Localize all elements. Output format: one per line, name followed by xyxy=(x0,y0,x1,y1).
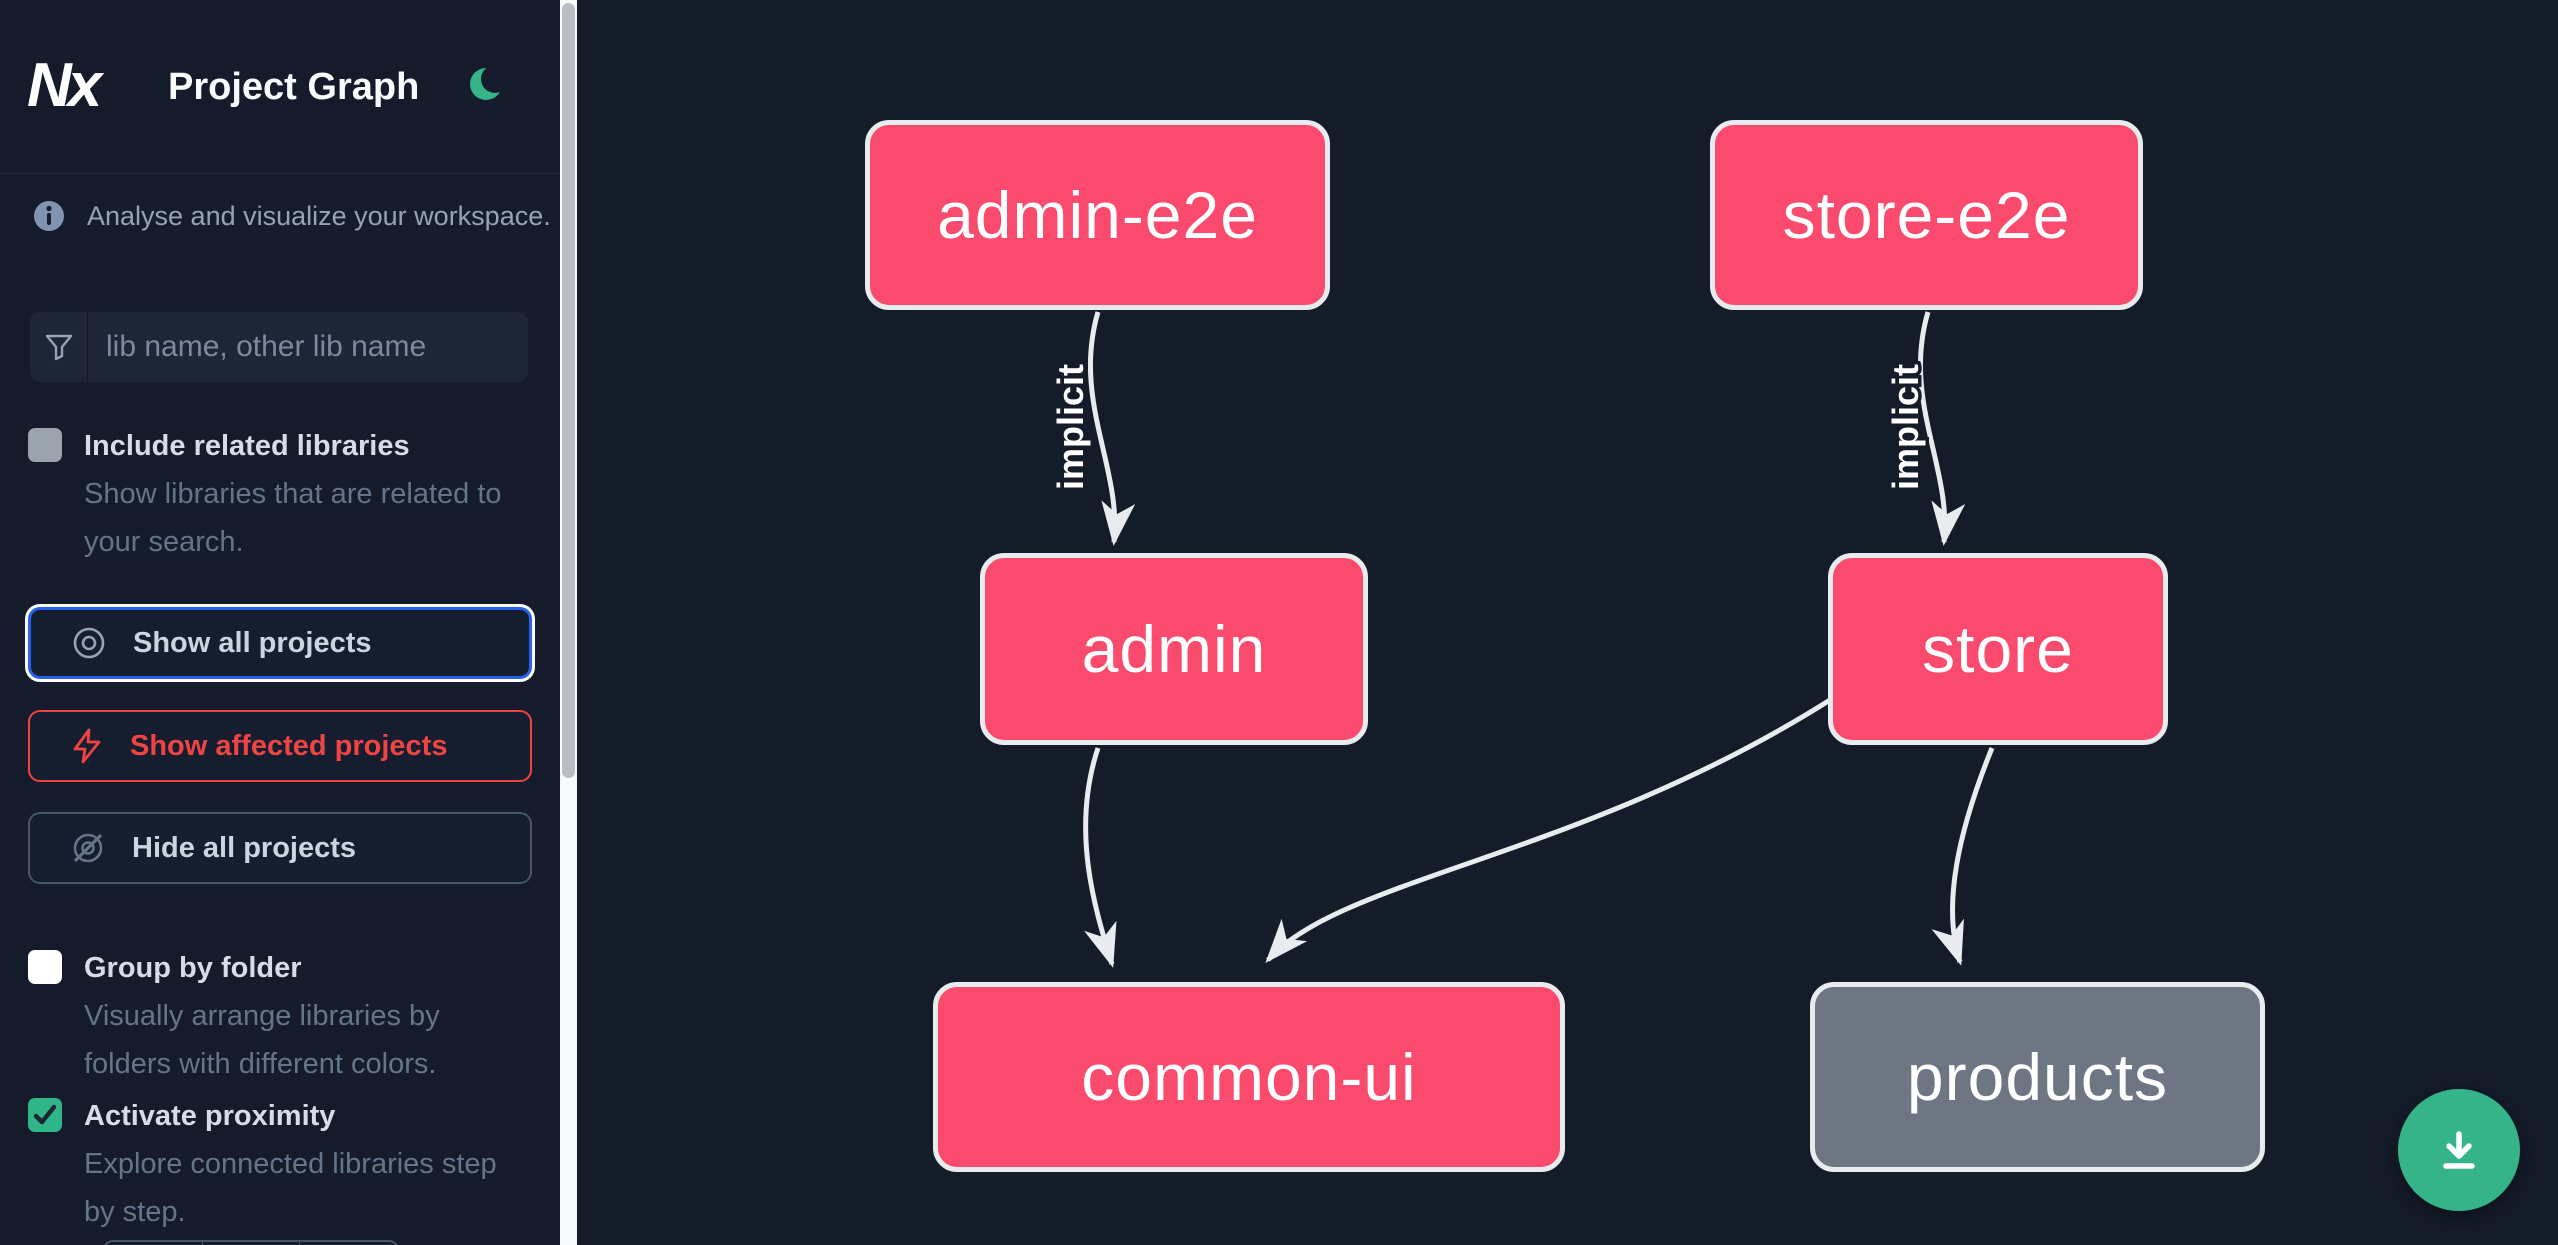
show-affected-projects-label: Show affected projects xyxy=(130,729,448,762)
project-node-common-ui[interactable]: common-ui xyxy=(933,982,1565,1172)
group-by-folder-description: Visually arrange libraries by folders wi… xyxy=(84,1000,440,1080)
activate-proximity-checkbox[interactable] xyxy=(28,1098,62,1132)
page-title: Project Graph xyxy=(168,66,420,108)
proximity-stepper[interactable] xyxy=(103,1240,399,1245)
edge-store-to-products xyxy=(1931,747,1995,966)
sidebar: Nx Project Graph Analyse and visualize y… xyxy=(0,0,560,1245)
checkmark-icon xyxy=(33,1104,57,1125)
include-related-label: Include related libraries xyxy=(84,430,410,462)
scrollbar-thumb[interactable] xyxy=(562,3,575,778)
edge-admin-to-common-ui xyxy=(1083,747,1117,968)
node-label: store xyxy=(1922,612,2074,686)
search-input[interactable] xyxy=(88,312,528,382)
edge-label-implicit: implicit xyxy=(1885,364,1926,490)
tagline-row: Analyse and visualize your workspace. xyxy=(33,200,551,232)
lightning-bolt-icon xyxy=(73,728,101,764)
hide-all-projects-button[interactable]: Hide all projects xyxy=(28,812,532,884)
filter-funnel-icon xyxy=(30,312,88,382)
activate-proximity-option[interactable]: Activate proximity Explore connected lib… xyxy=(28,1094,534,1236)
activate-proximity-label: Activate proximity xyxy=(84,1100,336,1132)
dependency-edges: implicit implicit xyxy=(1047,311,1995,968)
project-node-admin-e2e[interactable]: admin-e2e xyxy=(865,120,1330,310)
graph-canvas[interactable]: implicit implicit admin-e2e store-e2e ad… xyxy=(577,0,2558,1245)
download-icon xyxy=(2443,1131,2475,1169)
theme-toggle-moon-icon[interactable] xyxy=(466,62,510,106)
hide-all-projects-label: Hide all projects xyxy=(132,831,357,864)
project-node-store-e2e[interactable]: store-e2e xyxy=(1710,120,2143,310)
node-label: store-e2e xyxy=(1782,178,2071,252)
eye-off-icon xyxy=(73,833,103,863)
info-icon xyxy=(34,201,64,231)
node-label: common-ui xyxy=(1081,1040,1417,1114)
group-by-folder-label: Group by folder xyxy=(84,952,302,984)
download-graph-button[interactable] xyxy=(2398,1089,2520,1211)
show-all-projects-button[interactable]: Show all projects xyxy=(28,607,532,679)
edge-store-e2e-to-store xyxy=(1918,311,1966,546)
sidebar-scrollbar xyxy=(560,0,577,1245)
nx-logo: Nx xyxy=(27,50,102,120)
show-all-projects-label: Show all projects xyxy=(133,626,372,659)
include-related-description: Show libraries that are related to your … xyxy=(84,478,502,558)
node-label: admin-e2e xyxy=(937,178,1258,252)
project-node-store[interactable]: store xyxy=(1828,553,2168,745)
sidebar-header: Nx Project Graph xyxy=(0,0,560,174)
search-box xyxy=(30,312,528,382)
project-node-products[interactable]: products xyxy=(1810,982,2265,1172)
edge-admin-e2e-to-admin xyxy=(1088,311,1136,546)
node-label: admin xyxy=(1081,612,1267,686)
edge-label-implicit: implicit xyxy=(1050,364,1091,490)
show-affected-projects-button[interactable]: Show affected projects xyxy=(28,710,532,782)
project-node-admin[interactable]: admin xyxy=(980,553,1368,745)
activate-proximity-description: Explore connected libraries step by step… xyxy=(84,1148,497,1228)
edge-store-to-common-ui xyxy=(1265,697,1832,964)
group-by-folder-option[interactable]: Group by folder Visually arrange librari… xyxy=(28,946,534,1088)
eye-icon xyxy=(73,627,105,659)
tagline-text: Analyse and visualize your workspace. xyxy=(87,200,551,231)
node-label: products xyxy=(1906,1040,2169,1114)
include-related-checkbox[interactable] xyxy=(28,428,62,462)
include-related-option[interactable]: Include related libraries Show libraries… xyxy=(28,424,534,566)
group-by-folder-checkbox[interactable] xyxy=(28,950,62,984)
